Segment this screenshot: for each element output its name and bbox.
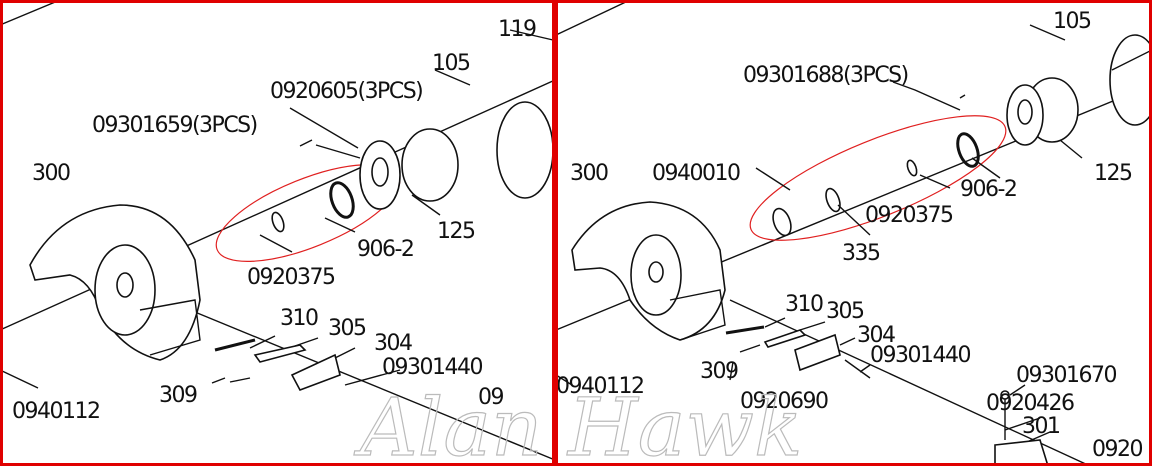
label-300: 300 <box>32 161 70 186</box>
label-09301659: 09301659(3PCS) <box>92 113 257 138</box>
label-119: 119 <box>498 17 536 42</box>
label-0940010: 0940010 <box>652 161 740 186</box>
label-125: 125 <box>437 219 475 244</box>
label-310: 310 <box>785 292 823 317</box>
label-906-2: 906-2 <box>357 237 413 262</box>
flange-105 <box>1109 34 1152 126</box>
label-09-cut: 09 <box>478 385 503 410</box>
right-panel: 105 09301688(3PCS) 300 0940010 125 906-2… <box>555 0 1152 466</box>
label-09301688: 09301688(3PCS) <box>743 63 908 88</box>
label-125: 125 <box>1094 161 1132 186</box>
label-105: 105 <box>432 51 470 76</box>
label-105: 105 <box>1053 9 1091 34</box>
label-0920375: 0920375 <box>247 265 335 290</box>
left-panel-frame <box>0 0 555 466</box>
label-0940112: 0940112 <box>12 399 99 424</box>
label-0920375: 0920375 <box>865 203 953 228</box>
label-09301440: 09301440 <box>382 355 482 380</box>
label-305: 305 <box>328 316 366 341</box>
left-panel: 119 105 0920605(3PCS) 09301659(3PCS) 300… <box>0 0 556 461</box>
label-09301440: 09301440 <box>870 343 970 368</box>
bearing-housing-125 <box>359 128 459 210</box>
label-305: 305 <box>826 299 864 324</box>
bearing-housing-125 <box>1006 77 1079 146</box>
label-09301670: 09301670 <box>1016 363 1116 388</box>
label-0920-cut: 0920 <box>1092 437 1142 462</box>
bearing-906-2 <box>329 181 355 219</box>
label-309: 309 <box>159 383 197 408</box>
label-300: 300 <box>570 161 608 186</box>
label-310: 310 <box>280 306 318 331</box>
bearing-906-2 <box>956 132 980 168</box>
blade-guard-300 <box>571 201 726 341</box>
spring-310 <box>214 338 256 352</box>
flange-105 <box>496 101 554 199</box>
label-906-2: 906-2 <box>960 177 1016 202</box>
spring-310 <box>725 325 765 335</box>
label-0920690: 0920690 <box>740 389 828 414</box>
label-304: 304 <box>857 323 895 348</box>
right-panel-frame <box>555 0 1152 466</box>
blade-guard-300 <box>29 204 201 361</box>
label-301: 301 <box>1022 414 1060 439</box>
ring-0940010 <box>772 207 792 237</box>
washer-335 <box>825 187 841 213</box>
label-309: 309 <box>700 359 738 384</box>
label-304: 304 <box>374 331 412 356</box>
label-335: 335 <box>842 241 880 266</box>
label-0940112: 0940112 <box>556 374 643 399</box>
label-0920605: 0920605(3PCS) <box>270 79 422 104</box>
watermark-logo: Alan Hawk <box>353 381 802 466</box>
ring-0920375 <box>906 159 918 177</box>
ring-0920375 <box>271 211 285 233</box>
highlight-ellipse <box>749 115 1007 241</box>
label-0920426: 0920426 <box>986 391 1074 416</box>
